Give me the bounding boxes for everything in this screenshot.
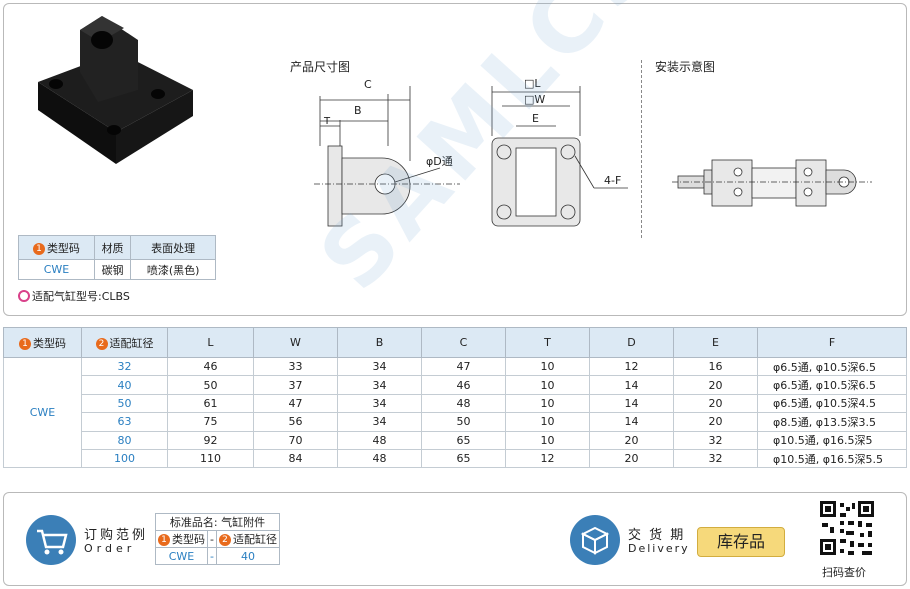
type-code-cell: CWE	[18, 259, 95, 280]
section-divider	[641, 60, 642, 238]
delivery-box-icon	[570, 515, 620, 565]
compat-cylinder: 适配气缸型号:CLBS	[18, 288, 130, 304]
header-surface: 表面处理	[130, 235, 216, 260]
spec-header-C: C	[421, 327, 506, 358]
ring-icon	[18, 290, 30, 302]
install-illustration	[672, 159, 872, 207]
delivery-title-cn: 交 货 期	[628, 528, 686, 543]
dim-label-B: B	[354, 104, 362, 117]
spec-header-W: W	[253, 327, 338, 358]
header-material: 材质	[93, 235, 132, 260]
stock-badge: 库存品	[697, 527, 785, 557]
order-dash-2: -	[207, 547, 217, 565]
order-bore-value: 40	[215, 547, 280, 565]
qr-code	[818, 499, 876, 557]
order-title-cn: 订购范例	[84, 528, 149, 543]
spec-header-L: L	[167, 327, 254, 358]
spec-header-E: E	[673, 327, 758, 358]
surface-cell: 喷漆(黑色)	[130, 259, 216, 280]
install-title: 安装示意图	[655, 60, 716, 74]
delivery-title-en: Delivery	[628, 542, 690, 555]
spec-type-code: CWE	[3, 356, 82, 469]
spec-header-D: D	[589, 327, 674, 358]
spec-header-T: T	[505, 327, 590, 358]
std-name: 标准品名: 气缸附件	[155, 513, 280, 531]
material-cell: 碳钢	[93, 259, 132, 280]
spec-header-F: F	[757, 327, 907, 358]
spec-header-B: B	[337, 327, 422, 358]
dim-label-T: T	[323, 116, 331, 127]
dim-label-D: φD通	[426, 155, 453, 168]
dim-label-L: □L	[524, 77, 541, 90]
dimensions-title: 产品尺寸图	[290, 60, 351, 74]
badge-1: 1	[32, 242, 45, 255]
order-title-en: Order	[84, 542, 136, 555]
order-type-value: CWE	[155, 547, 208, 565]
front-view-drawing: □L □W E 4-F	[491, 77, 628, 227]
dim-label-C: C	[364, 78, 372, 91]
product-photo	[38, 16, 193, 164]
order-dash: -	[207, 530, 217, 548]
dim-label-E: E	[532, 112, 539, 125]
cart-icon	[26, 515, 76, 565]
dim-label-F: 4-F	[604, 174, 621, 187]
side-view-drawing: C B T φD通	[314, 78, 460, 227]
dim-label-W: □W	[524, 93, 545, 106]
qr-label: 扫码查价	[822, 566, 866, 579]
